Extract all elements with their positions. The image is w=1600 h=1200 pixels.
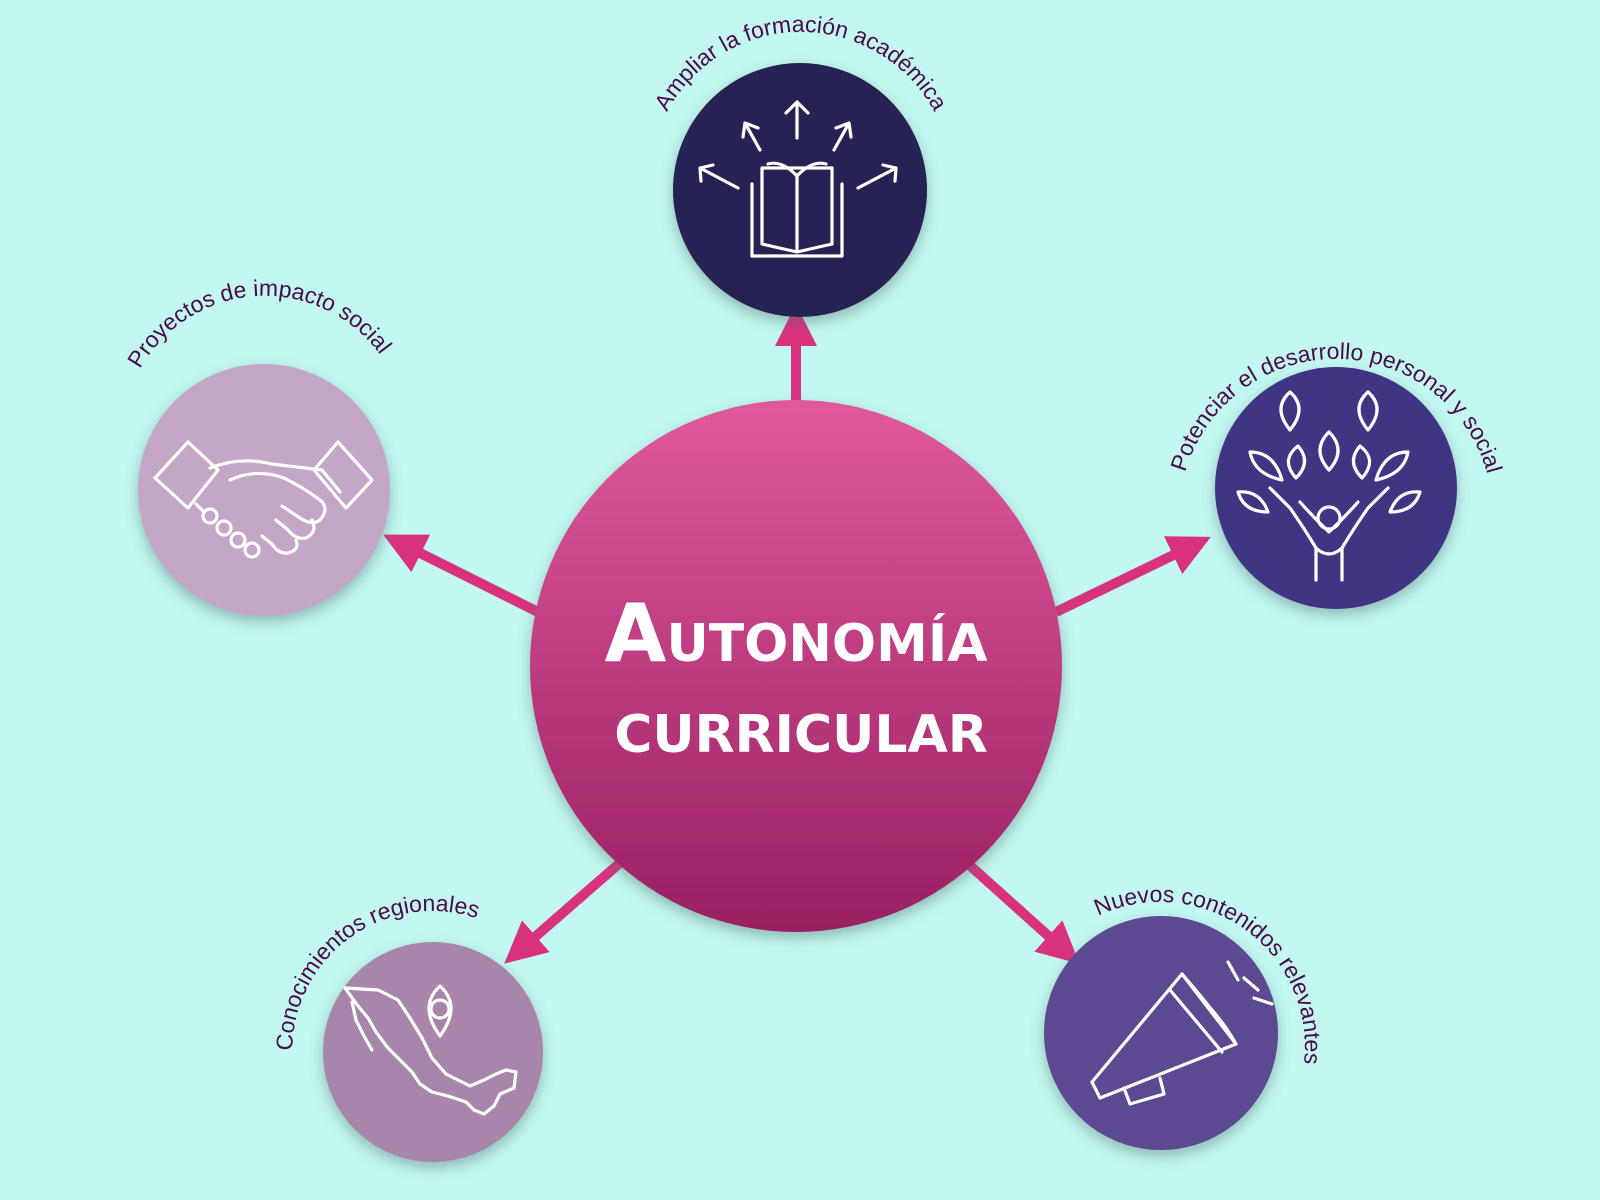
center-title-rest: UTONOMÍA [666, 613, 987, 674]
center-title: AUTONOMÍA [605, 587, 988, 680]
node-left-circle [138, 364, 390, 616]
node-left-label: Proyectos de impacto social [122, 275, 397, 372]
arrow-to-left [383, 534, 541, 617]
handshake-icon [153, 440, 374, 559]
node-bottom-left-circle [323, 942, 543, 1162]
node-bottom-left: Conocimientos regionales [271, 890, 543, 1162]
center-node: AUTONOMÍA CURRICULAR [530, 400, 1062, 932]
center-circle [530, 400, 1062, 932]
node-right: Potenciar el desarrollo personal y socia… [1165, 338, 1508, 609]
node-right-circle [1215, 367, 1457, 609]
arrows [383, 304, 1211, 965]
node-bottom-right-circle [1044, 916, 1278, 1150]
mexico-map-pin-icon [343, 984, 518, 1116]
center-title-initial: A [605, 587, 667, 680]
node-top: Ampliar la formación académica [649, 11, 953, 317]
tree-person-icon [1236, 390, 1422, 582]
arrow-to-bottom-right [962, 858, 1080, 965]
node-left: Proyectos de impacto social [122, 275, 397, 616]
megaphone-icon [1090, 960, 1274, 1106]
node-top-circle [673, 63, 927, 317]
book-arrows-icon [698, 100, 898, 258]
center-subtitle: CURRICULAR [614, 705, 988, 765]
arrow-to-right [1053, 536, 1211, 617]
node-bottom-right: Nuevos contenidos relevantes [1044, 881, 1326, 1150]
arrow-to-bottom-left [504, 858, 625, 964]
